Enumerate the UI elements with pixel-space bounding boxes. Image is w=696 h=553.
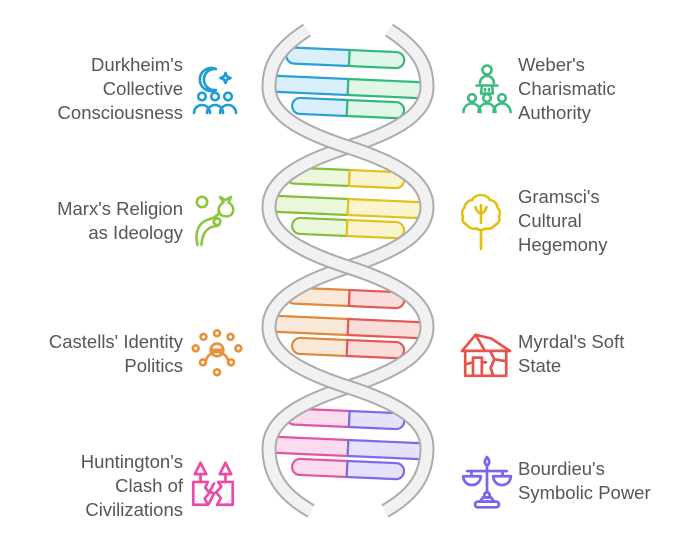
dna-helix (255, 0, 441, 553)
balance-scales-icon (461, 455, 513, 509)
label-weber: Weber's Charismatic Authority (518, 54, 616, 123)
clashing-candles-lightning-icon (191, 461, 235, 507)
label-durkheim: Durkheim's Collective Consciousness (57, 54, 183, 123)
label-myrdal: Myrdal's Soft State (518, 331, 625, 376)
cracked-house-icon (460, 333, 512, 378)
label-gramsci: Gramsci's Cultural Hegemony (518, 186, 608, 255)
person-network-dots-icon (191, 329, 243, 377)
helix-section-1 (267, 46, 429, 120)
crescent-moon-star-people-icon (192, 66, 238, 115)
label-huntington: Huntington's Clash of Civilizations (80, 451, 183, 520)
label-marx: Marx's Religion as Ideology (57, 198, 183, 243)
label-castells: Castells' Identity Politics (48, 331, 183, 376)
tree-icon (460, 193, 502, 251)
label-bourdieu: Bourdieu's Symbolic Power (518, 458, 651, 503)
person-money-bag-icon (195, 195, 235, 247)
leader-podium-crowd-icon (462, 64, 512, 114)
